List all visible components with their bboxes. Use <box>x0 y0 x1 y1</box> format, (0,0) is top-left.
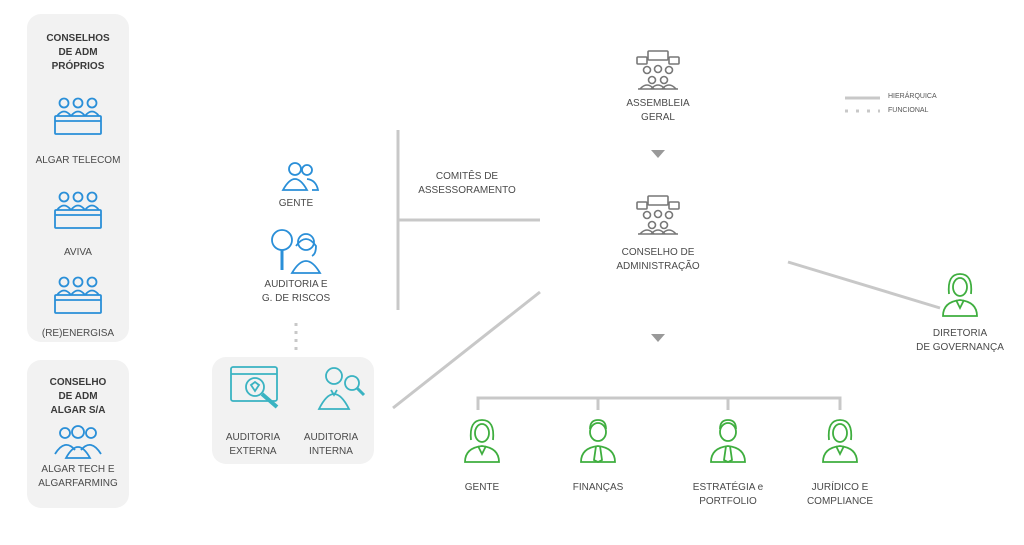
governance-label: DIRETORIA DE GOVERNANÇA <box>916 328 1004 353</box>
arrow-down-icon <box>651 334 665 342</box>
woman-executive-icon <box>940 272 980 318</box>
woman-executive-icon <box>820 418 860 464</box>
board-meeting-icon <box>53 275 103 315</box>
governance-link-line <box>787 260 941 310</box>
directors-bracket <box>476 396 842 410</box>
director-label: FINANÇAS <box>572 482 624 493</box>
director-label: GENTE <box>464 482 500 493</box>
assembly-icon <box>635 50 681 90</box>
board-label: AVIVA <box>64 247 92 258</box>
algar-board-panel: CONSELHO DE ADM ALGAR S/A ALGAR TECH E A… <box>27 360 129 508</box>
board-meeting-icon <box>53 190 103 230</box>
board-label: ALGAR TELECOM <box>35 155 121 166</box>
group-icon <box>53 424 103 460</box>
committee-gente-label: GENTE <box>278 198 314 209</box>
council-icon <box>635 195 681 235</box>
algar-board-label: ALGAR TECH E ALGARFARMING <box>38 464 118 489</box>
algar-board-title: CONSELHO DE ADM ALGAR S/A <box>49 377 107 416</box>
director-label: ESTRATÉGIA e PORTFOLIO <box>692 482 764 507</box>
board-meeting-icon <box>53 96 103 136</box>
committees-title: COMITÊS DE ASSESSORAMENTO <box>418 171 516 196</box>
man-executive-icon <box>578 418 618 464</box>
audit-panel: AUDITORIA EXTERNA AUDITORIA INTERNA <box>212 357 374 464</box>
people-icon <box>280 160 320 194</box>
legend-functional: FUNCIONAL <box>888 107 929 114</box>
board-label: (RE)ENERGISA <box>41 328 115 339</box>
man-executive-icon <box>708 418 748 464</box>
woman-executive-icon <box>462 418 502 464</box>
director-label: JURÍDICO E COMPLIANCE <box>806 482 874 507</box>
legend-hierarchical: HIERÁRQUICA <box>888 93 937 100</box>
arrow-down-icon <box>651 150 665 158</box>
committee-audit-label: AUDITORIA E G. DE RISCOS <box>261 279 331 304</box>
internal-auditor-icon <box>316 365 366 411</box>
own-boards-title: CONSELHOS DE ADM PRÓPRIOS <box>46 33 110 72</box>
auditor-magnifier-icon <box>268 228 328 274</box>
own-boards-panel: CONSELHOS DE ADM PRÓPRIOS ALGAR TELECOM … <box>27 14 129 342</box>
internal-audit-label: AUDITORIA INTERNA <box>303 432 359 457</box>
audit-link-line <box>392 290 541 410</box>
audit-screen-icon <box>229 365 285 411</box>
assembly-label: ASSEMBLEIA GERAL <box>626 98 690 123</box>
external-audit-label: AUDITORIA EXTERNA <box>225 432 281 457</box>
council-label: CONSELHO DE ADMINISTRAÇÃO <box>616 247 700 272</box>
